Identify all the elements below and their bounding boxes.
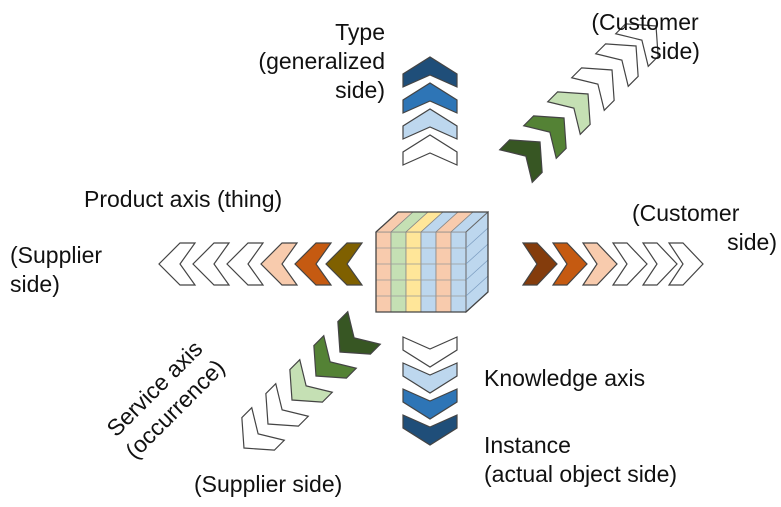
chevron-right-4 bbox=[611, 242, 648, 286]
chevron-down-4 bbox=[402, 414, 458, 446]
customer-right-line2: side) bbox=[727, 229, 777, 255]
chevron-up-3 bbox=[402, 108, 458, 140]
type-axis-chevrons bbox=[402, 56, 458, 166]
chevron-down-3 bbox=[402, 388, 458, 420]
knowledge-axis-label: Knowledge axis bbox=[484, 365, 646, 391]
cube-side-gridline-3 bbox=[465, 259, 489, 281]
customer-side-right-label: (Customer side) bbox=[632, 199, 777, 257]
chevron-up-2 bbox=[402, 82, 458, 114]
chevron-right-2 bbox=[551, 242, 588, 286]
chevron-right-3 bbox=[581, 242, 618, 286]
instance-label: Instance (actual object side) bbox=[484, 431, 677, 489]
type-label-line2: (generalized bbox=[258, 48, 385, 74]
chevron-up-4 bbox=[402, 134, 458, 166]
center-cube bbox=[374, 210, 490, 314]
cube-front-stripe-4 bbox=[420, 231, 437, 313]
cube-front-stripe-5 bbox=[435, 231, 452, 313]
chevron-down-2 bbox=[402, 362, 458, 394]
cube-front-stripe-6 bbox=[450, 231, 467, 313]
chevron-right-1 bbox=[521, 242, 558, 286]
service-supplier-chevrons bbox=[241, 310, 382, 451]
chevron-ne-2 bbox=[522, 115, 567, 160]
customer-top-line2: side) bbox=[650, 38, 700, 64]
customer-right-line1: (Customer bbox=[632, 200, 740, 226]
chevron-down-1 bbox=[402, 336, 458, 368]
chevron-left-1 bbox=[158, 242, 197, 286]
chevron-up-1 bbox=[402, 56, 458, 88]
chevron-ne-6 bbox=[614, 23, 659, 68]
type-label-line3: side) bbox=[335, 77, 385, 103]
chevron-ne-4 bbox=[570, 67, 615, 112]
chevron-left-3 bbox=[226, 242, 265, 286]
cube-side-gridline-4 bbox=[465, 275, 489, 297]
supplier-side-left-label: (Supplier side) bbox=[10, 241, 102, 299]
chevron-ne-1 bbox=[498, 139, 543, 184]
chevron-sw-2 bbox=[313, 334, 358, 379]
cube-front-stripe-3 bbox=[405, 231, 422, 313]
instance-line2: (actual object side) bbox=[484, 461, 678, 487]
service-customer-chevrons bbox=[498, 23, 659, 184]
chevron-right-5 bbox=[641, 242, 678, 286]
cube-side-gridline-2 bbox=[465, 243, 489, 265]
instance-line1: Instance bbox=[484, 432, 571, 458]
supplier-left-line1: (Supplier bbox=[10, 242, 103, 268]
chevron-left-4 bbox=[260, 242, 299, 286]
cube-front-stripe-1 bbox=[375, 231, 392, 313]
chevron-sw-5 bbox=[241, 406, 286, 451]
chevron-sw-3 bbox=[289, 358, 334, 403]
chevron-right-6 bbox=[667, 242, 704, 286]
product-customer-chevrons bbox=[521, 242, 704, 286]
chevron-ne-3 bbox=[546, 91, 591, 136]
cube-outline bbox=[375, 211, 489, 313]
supplier-left-line2: side) bbox=[10, 271, 60, 297]
type-label: Type (generalized side) bbox=[200, 18, 385, 105]
chevron-left-2 bbox=[192, 242, 231, 286]
chevron-sw-1 bbox=[337, 310, 382, 355]
chevron-ne-5 bbox=[594, 43, 639, 88]
chevron-left-6 bbox=[325, 242, 364, 286]
product-axis-label: Product axis (thing) bbox=[84, 186, 283, 212]
supplier-side-bottom-label: (Supplier side) bbox=[194, 471, 343, 497]
chevron-sw-4 bbox=[265, 382, 310, 427]
instance-axis-chevrons bbox=[402, 336, 458, 446]
product-supplier-chevrons bbox=[158, 242, 364, 286]
cube-front-stripe-2 bbox=[390, 231, 407, 313]
chevron-left-5 bbox=[294, 242, 333, 286]
customer-side-top-label: (Customer side) bbox=[560, 8, 730, 66]
customer-top-line1: (Customer bbox=[591, 9, 699, 35]
type-label-line1: Type bbox=[335, 19, 385, 45]
cube-side-gridline-1 bbox=[465, 227, 489, 249]
